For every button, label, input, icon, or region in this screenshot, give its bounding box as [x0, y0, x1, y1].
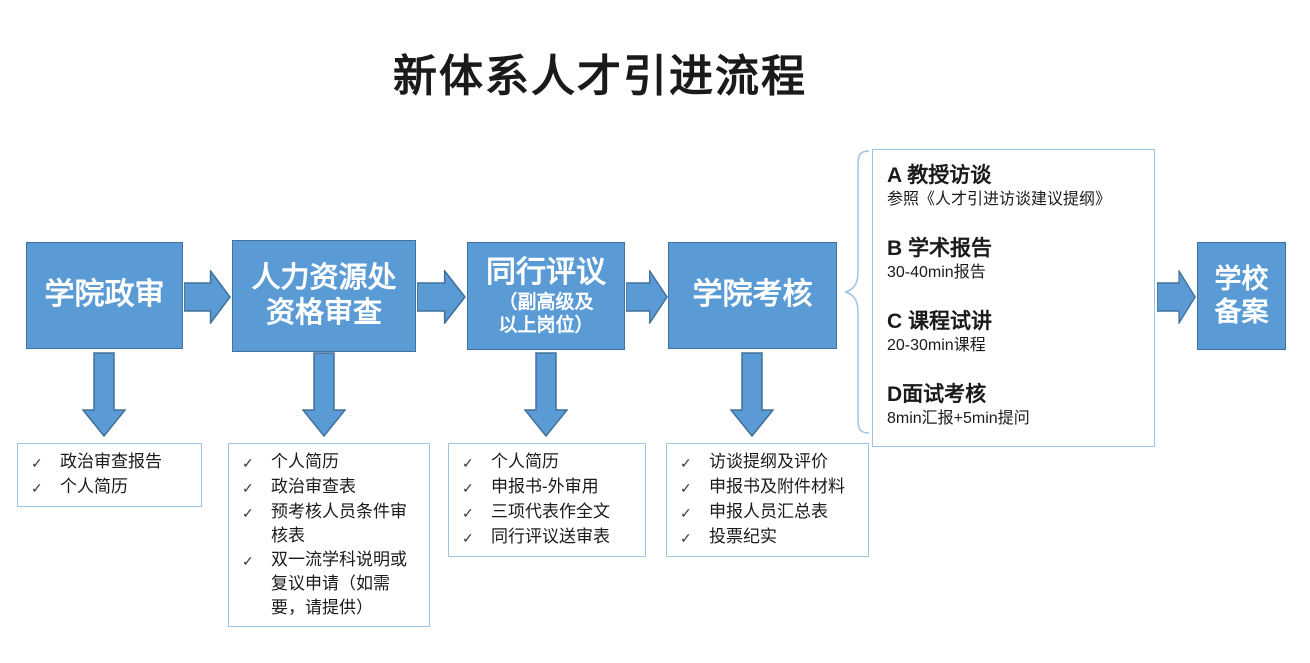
step-label: 同行评议: [486, 255, 606, 289]
check-icon: ✓: [31, 480, 43, 496]
step-label: 备案: [1214, 297, 1269, 327]
assessment-item-heading: B 学术报告: [887, 237, 992, 260]
step-college-political-review: 学院政审: [26, 242, 183, 349]
arrow-down-icon: [302, 352, 346, 437]
assessment-item-heading: A 教授访谈: [887, 164, 992, 187]
step-label: 资格审查: [265, 297, 382, 329]
arrow-right-icon: [1157, 270, 1196, 324]
checklist-item: ✓ 双一流学科说明或复议申请（如需要，请提供）: [242, 548, 421, 620]
check-icon: ✓: [680, 455, 692, 471]
step-hr-qualification-review: 人力资源处 资格审查: [232, 240, 416, 352]
arrow-right-icon: [417, 270, 466, 324]
arrow-down-icon: [524, 352, 568, 437]
check-icon: ✓: [242, 480, 254, 496]
step-peer-review: 同行评议 （副高级及 以上岗位）: [467, 242, 625, 350]
check-icon: ✓: [462, 505, 474, 521]
checklist-item-label: 双一流学科说明或复议申请（如需要，请提供）: [271, 550, 407, 617]
step-school-filing: 学校 备案: [1197, 242, 1286, 350]
assessment-item-detail: 8min汇报+5min提问: [887, 410, 1030, 427]
checklist-item: ✓ 三项代表作全文: [462, 500, 637, 525]
checklist-item-label: 个人简历: [491, 452, 559, 471]
check-icon: ✓: [242, 455, 254, 471]
checklist-item-label: 预考核人员条件审核表: [271, 502, 407, 545]
checklist-item-label: 三项代表作全文: [491, 502, 610, 521]
check-icon: ✓: [462, 530, 474, 546]
step-college-assessment: 学院考核: [668, 242, 837, 349]
assessment-panel-item: C 课程试讲 20-30min课程: [887, 308, 1140, 357]
checklist-item: ✓ 申报书及附件材料: [680, 475, 860, 500]
checklist-political-review-docs: ✓ 政治审查报告 ✓ 个人简历: [17, 443, 202, 507]
assessment-item-heading: C 课程试讲: [887, 310, 992, 333]
step-label: 人力资源处: [251, 261, 397, 294]
check-icon: ✓: [242, 505, 254, 521]
check-icon: ✓: [242, 553, 254, 569]
check-icon: ✓: [31, 455, 43, 471]
checklist-item: ✓ 个人简历: [242, 450, 421, 475]
step-label: 学院政审: [44, 278, 165, 312]
checklist-item-label: 申报书-外审用: [491, 477, 599, 496]
check-icon: ✓: [462, 480, 474, 496]
checklist-item: ✓ 投票纪实: [680, 525, 860, 550]
checklist-item: ✓ 政治审查报告: [31, 450, 193, 475]
page-title: 新体系人才引进流程: [393, 52, 807, 101]
arrow-down-icon: [82, 352, 126, 437]
step-label: 学校: [1214, 264, 1269, 295]
checklist-hr-review-docs: ✓ 个人简历 ✓ 政治审查表 ✓ 预考核人员条件审核表 ✓ 双一流学科说明或复议…: [228, 443, 430, 627]
checklist-item: ✓ 个人简历: [31, 475, 193, 500]
checklist-item: ✓ 同行评议送审表: [462, 525, 637, 550]
checklist-item: ✓ 政治审查表: [242, 475, 421, 500]
checklist-item: ✓ 访谈提纲及评价: [680, 450, 860, 475]
checklist-item-label: 申报书及附件材料: [709, 477, 845, 496]
checklist-college-assessment-docs: ✓ 访谈提纲及评价 ✓ 申报书及附件材料 ✓ 申报人员汇总表 ✓ 投票纪实: [666, 443, 869, 557]
checklist-item: ✓ 预考核人员条件审核表: [242, 500, 421, 548]
arrow-right-icon: [626, 270, 668, 324]
step-sublabel: （副高级及: [498, 292, 594, 314]
checklist-item-label: 政治审查报告: [60, 452, 162, 471]
checklist-item: ✓ 申报人员汇总表: [680, 500, 860, 525]
checklist-item-label: 个人简历: [271, 452, 339, 471]
checklist-peer-review-docs: ✓ 个人简历 ✓ 申报书-外审用 ✓ 三项代表作全文 ✓ 同行评议送审表: [448, 443, 646, 557]
assessment-item-detail: 20-30min课程: [887, 337, 986, 354]
arrow-down-icon: [730, 352, 774, 437]
checklist-item-label: 访谈提纲及评价: [709, 452, 828, 471]
assessment-item-detail: 30-40min报告: [887, 264, 986, 281]
assessment-item-detail: 参照《人才引进访谈建议提纲》: [887, 191, 1112, 208]
checklist-item: ✓ 申报书-外审用: [462, 475, 637, 500]
checklist-item: ✓ 个人简历: [462, 450, 637, 475]
check-icon: ✓: [680, 480, 692, 496]
assessment-panel-item: D面试考核 8min汇报+5min提问: [887, 381, 1140, 430]
arrow-right-icon: [184, 270, 231, 324]
assessment-item-heading: D面试考核: [887, 383, 987, 406]
checklist-item-label: 申报人员汇总表: [709, 502, 828, 521]
checklist-item-label: 政治审查表: [271, 477, 356, 496]
step-sublabel: 以上岗位）: [498, 315, 594, 337]
checklist-item-label: 投票纪实: [709, 527, 777, 546]
checklist-item-label: 个人简历: [60, 477, 128, 496]
assessment-panel-item: A 教授访谈 参照《人才引进访谈建议提纲》: [887, 162, 1140, 211]
check-icon: ✓: [462, 455, 474, 471]
step-label: 学院考核: [692, 278, 813, 312]
checklist-item-label: 同行评议送审表: [491, 527, 610, 546]
check-icon: ✓: [680, 505, 692, 521]
brace-icon: [843, 150, 870, 434]
assessment-panel-item: B 学术报告 30-40min报告: [887, 235, 1140, 284]
assessment-panel: A 教授访谈 参照《人才引进访谈建议提纲》 B 学术报告 30-40min报告 …: [872, 149, 1155, 447]
check-icon: ✓: [680, 530, 692, 546]
